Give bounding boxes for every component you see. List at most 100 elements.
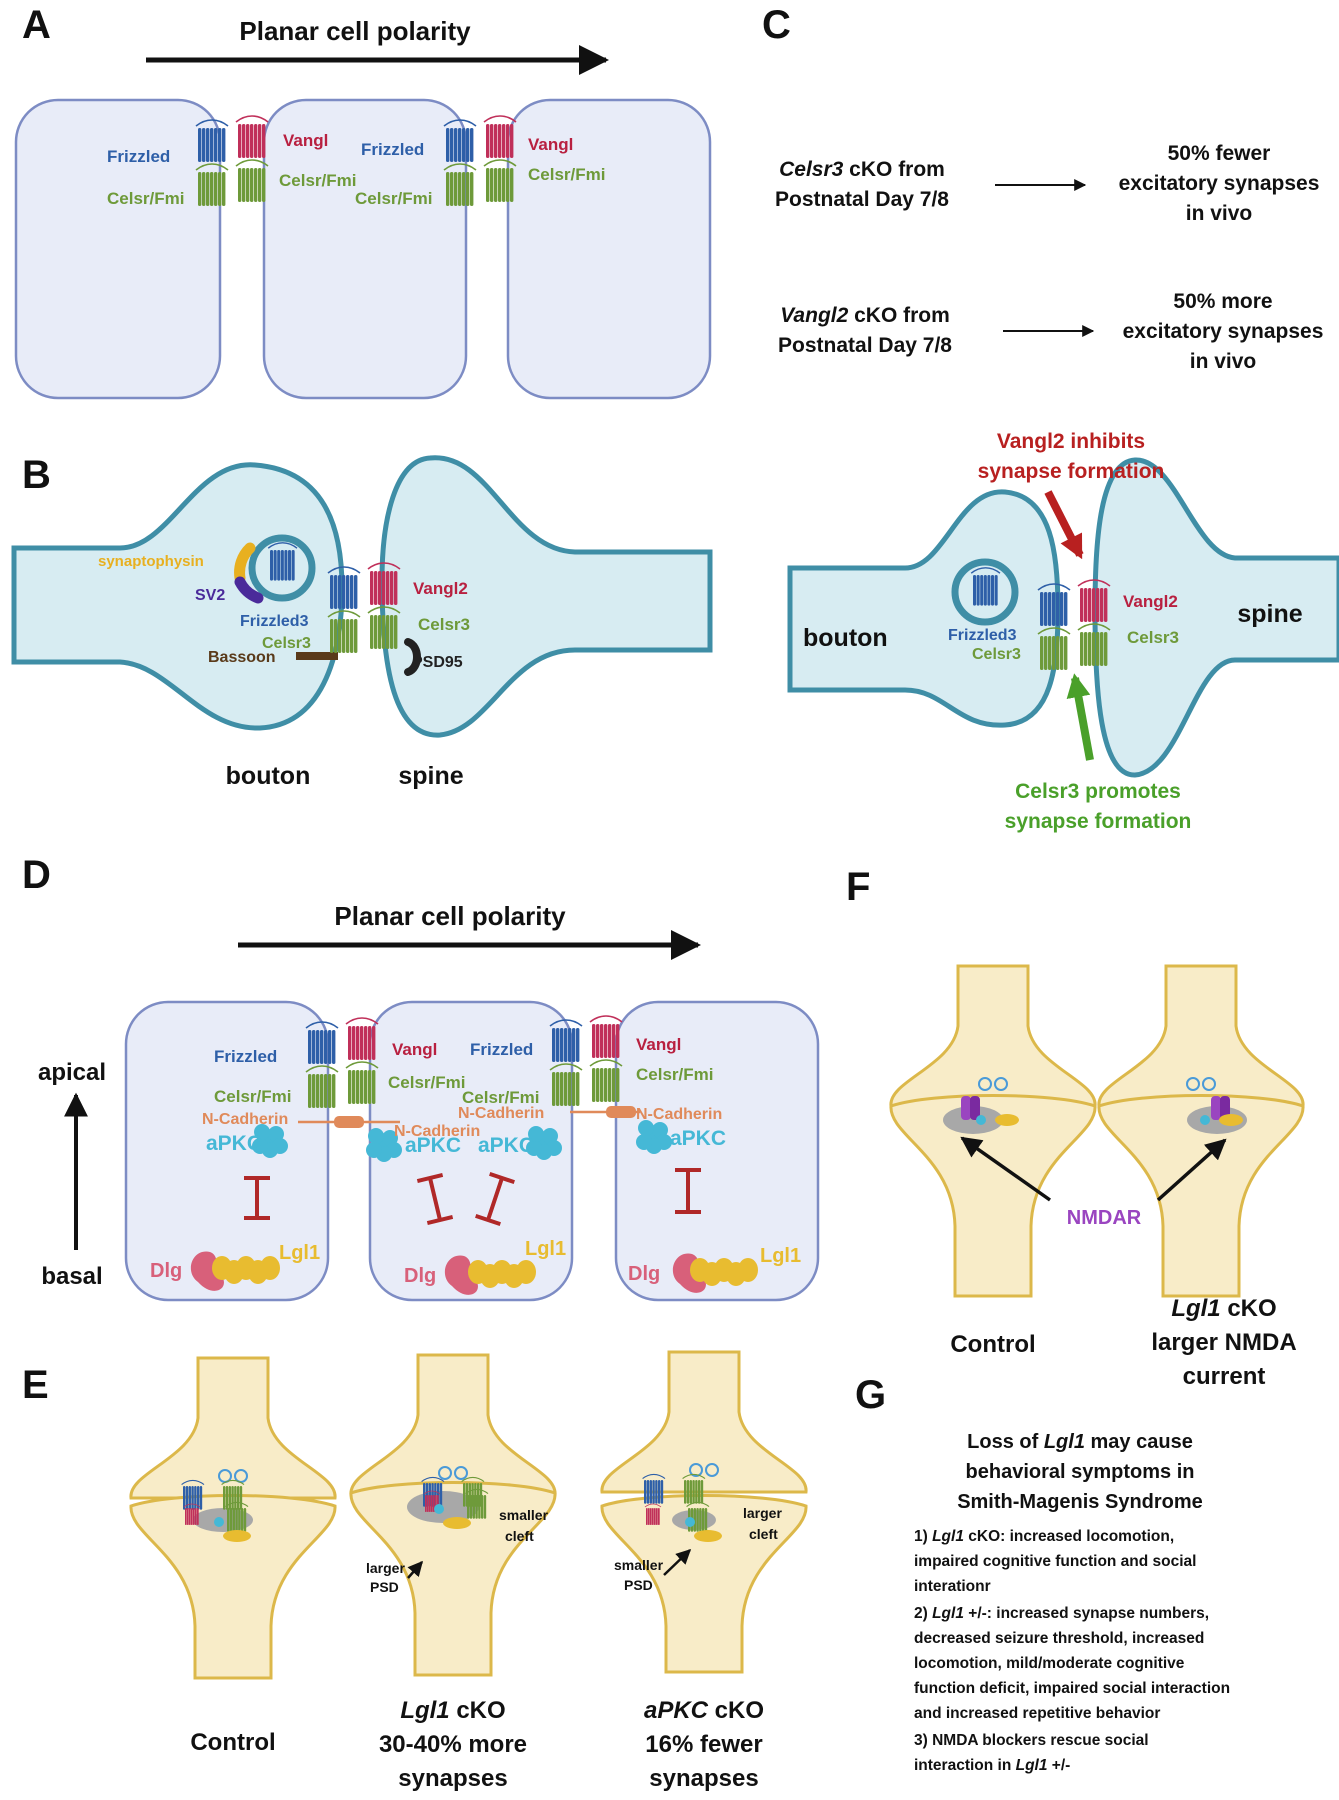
helix-segment — [250, 168, 254, 202]
helix-segment — [652, 1508, 654, 1525]
lgl1-cko-line3: synapses — [398, 1765, 507, 1792]
transmembrane-protein-icon — [345, 1061, 379, 1104]
helix-segment — [382, 615, 386, 649]
apkc-blob — [638, 1120, 654, 1136]
spine-shape — [1092, 457, 1339, 778]
helix-segment — [239, 1486, 243, 1510]
helix-segment — [592, 1068, 596, 1102]
cell-1 — [14, 98, 222, 400]
protein-loop — [235, 115, 269, 123]
presynaptic-terminal — [600, 1350, 808, 1494]
protein-loop — [1077, 579, 1111, 587]
helix-segment — [324, 1030, 328, 1064]
celsr-label: Celsr/Fmi — [279, 171, 356, 190]
n-cadherin-label: N-Cadherin — [636, 1106, 722, 1123]
helix-segment — [656, 1508, 658, 1525]
panel-d: D Planar cell polarity apical basal Friz… — [22, 853, 820, 1302]
helix-segment — [608, 1068, 612, 1102]
transmembrane-protein-icon — [235, 159, 269, 202]
protein-loop — [642, 1473, 666, 1480]
lgl1-icon — [468, 1260, 536, 1288]
apkc-icon — [252, 1124, 288, 1158]
helix-segment — [356, 1070, 360, 1104]
helix-segment — [446, 128, 450, 162]
apkc-blob — [528, 1126, 544, 1142]
helix-segment — [360, 1026, 364, 1060]
panel-g-heading-line1: Loss of Lgl1 may cause — [967, 1431, 1193, 1453]
celsr-label: Celsr/Fmi — [107, 189, 184, 208]
frizzled-label: Frizzled — [361, 140, 424, 159]
apkc-cko-line2: 16% fewer — [645, 1731, 762, 1758]
helix-segment — [356, 1026, 360, 1060]
protein-loop — [267, 542, 298, 549]
protein-loop — [195, 163, 229, 171]
helix-segment — [454, 172, 458, 206]
panel-a-letter: A — [22, 3, 51, 47]
helix-segment — [658, 1508, 660, 1525]
postsynaptic-spine — [349, 1481, 557, 1677]
panel-g-heading-line2: behavioral symptoms in — [966, 1461, 1195, 1483]
helix-segment — [374, 571, 378, 605]
helix-segment — [1092, 588, 1096, 622]
helix-segment — [354, 575, 358, 609]
helix-segment — [342, 619, 346, 653]
helix-segment — [604, 1068, 608, 1102]
helix-segment — [1080, 588, 1084, 622]
helix-segment — [431, 1495, 433, 1512]
dlg-label: Dlg — [628, 1263, 660, 1285]
panel-d-letter: D — [22, 853, 51, 897]
spine-label: spine — [1237, 600, 1302, 628]
helix-segment — [560, 1028, 564, 1062]
frizzled3-label: Frizzled3 — [240, 613, 309, 630]
helix-segment — [231, 1486, 234, 1510]
helix-segment — [506, 168, 510, 202]
result-1-line3: in vivo — [1186, 202, 1253, 225]
protein-loop — [367, 562, 401, 570]
apical-label: apical — [38, 1059, 106, 1086]
basal-label: basal — [41, 1263, 102, 1290]
psd95-shape — [404, 638, 421, 676]
protein-loop — [1037, 627, 1071, 635]
vesicle — [689, 1463, 703, 1477]
helix-segment — [237, 1486, 240, 1510]
psd-pointer-arrow — [407, 1560, 423, 1579]
panel-g-heading-line3: Smith-Magenis Syndrome — [957, 1491, 1203, 1513]
helix-segment — [188, 1486, 191, 1510]
helix-segment — [332, 1030, 336, 1064]
helix-segment — [262, 124, 266, 158]
helix-segment — [698, 1480, 701, 1504]
inhibition-icon — [416, 1173, 454, 1225]
celsr-label: Celsr/Fmi — [355, 189, 432, 208]
transmembrane-protein-icon — [465, 1488, 489, 1519]
list-item-1-line1: 1) Lgl1 cKO: increased locomotion, — [914, 1528, 1174, 1545]
apkc-blob — [434, 1504, 444, 1514]
protein-loop — [235, 159, 269, 167]
helix-segment — [193, 1508, 195, 1525]
protein-loop — [686, 1501, 710, 1508]
helix-segment — [1052, 636, 1056, 670]
dlg-label: Dlg — [150, 1260, 182, 1282]
transmembrane-protein-icon — [589, 1059, 623, 1102]
helix-segment — [568, 1028, 572, 1062]
control-label: Control — [190, 1729, 275, 1756]
transmembrane-protein-icon — [345, 1017, 379, 1060]
apkc-blob — [976, 1115, 986, 1125]
helix-segment — [386, 571, 390, 605]
helix-segment — [564, 1072, 568, 1106]
apkc-blob — [366, 1142, 382, 1158]
transmembrane-protein-icon — [183, 1503, 201, 1525]
lgl1-icon — [690, 1258, 758, 1286]
helix-segment — [976, 575, 980, 606]
protein-loop — [970, 567, 1001, 574]
bassoon-shape — [296, 652, 338, 660]
helix-segment — [254, 168, 258, 202]
psd-shape — [943, 1106, 1003, 1134]
vangl-label: Vangl — [636, 1035, 681, 1054]
list-item-1-line3: interationr — [914, 1578, 991, 1595]
helix-segment — [1096, 588, 1100, 622]
helix-segment — [654, 1508, 656, 1525]
helix-segment — [646, 1508, 648, 1525]
result-2-line2: excitatory synapses — [1123, 320, 1324, 343]
apkc-blob — [636, 1134, 652, 1150]
helix-segment — [700, 1480, 704, 1504]
